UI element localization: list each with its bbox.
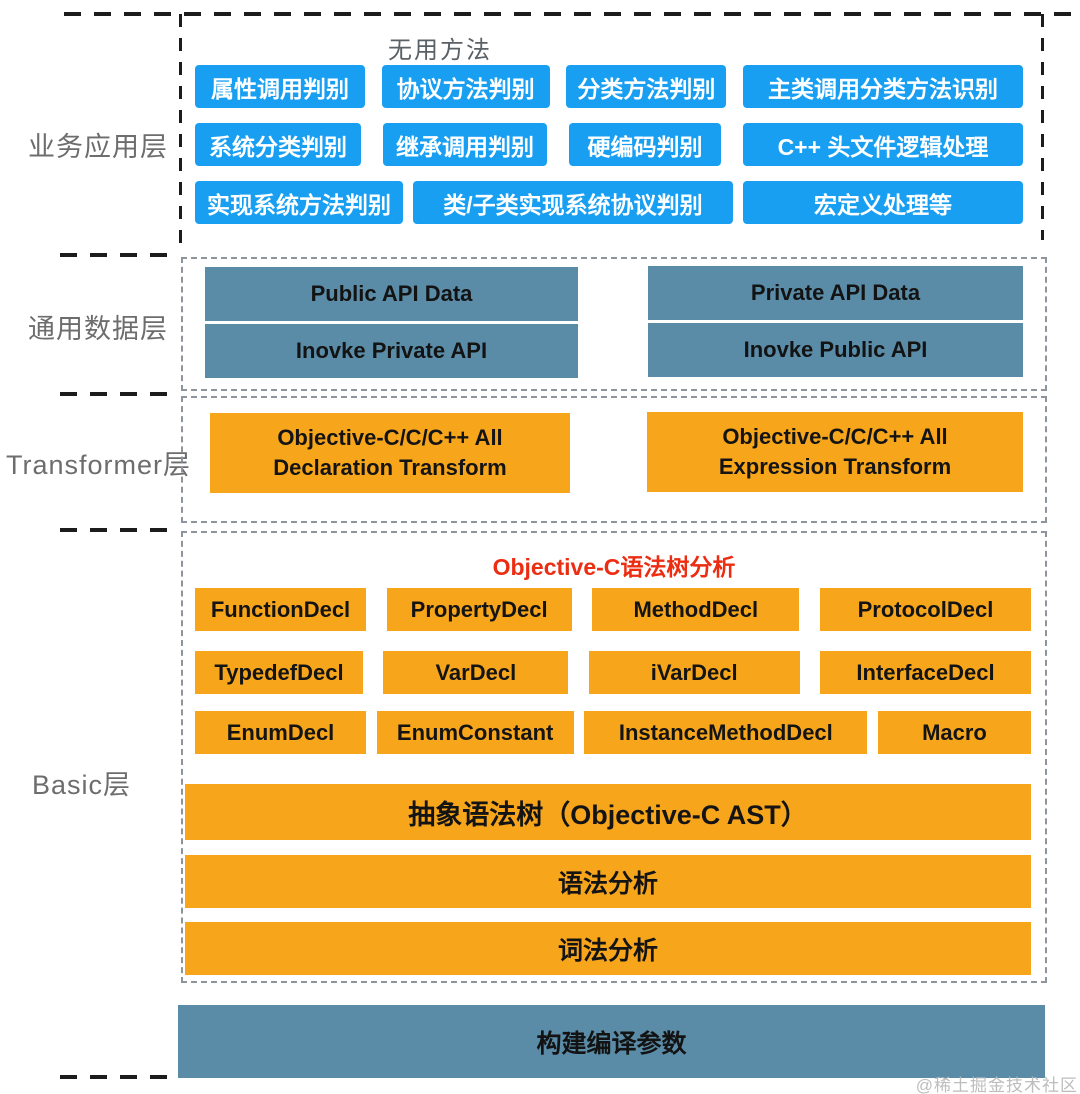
ast-bar: 抽象语法树（Objective-C AST） xyxy=(185,784,1031,840)
basic-row-1: FunctionDecl PropertyDecl MethodDecl Pro… xyxy=(195,588,1031,631)
transformer-box-declaration: Objective-C/C/C++ All Declaration Transf… xyxy=(210,413,570,493)
layer-label-data: 通用数据层 xyxy=(28,314,168,344)
decl-box: FunctionDecl xyxy=(195,588,366,631)
basic-row-2: TypedefDecl VarDecl iVarDecl InterfaceDe… xyxy=(195,651,1031,694)
decl-box: VarDecl xyxy=(383,651,569,694)
business-item: 系统分类判别 xyxy=(195,123,361,166)
business-item: 主类调用分类方法识别 xyxy=(742,65,1023,108)
data-layer-box xyxy=(181,257,1047,391)
decl-box: EnumDecl xyxy=(195,711,366,754)
lexical-analysis-bar: 词法分析 xyxy=(185,922,1031,975)
layer-label-transformer: Transformer层 xyxy=(6,450,192,480)
transformer-layer-box xyxy=(181,396,1047,523)
data-box: Private API Data xyxy=(648,266,1023,320)
layer-label-basic: Basic层 xyxy=(32,770,132,800)
business-right-dashed-border xyxy=(1041,14,1044,240)
business-item: 硬编码判别 xyxy=(569,123,721,166)
business-item: C++ 头文件逻辑处理 xyxy=(743,123,1023,166)
transformer-box-line: Expression Transform xyxy=(718,454,952,479)
business-item: 分类方法判别 xyxy=(566,65,727,108)
decl-box: PropertyDecl xyxy=(386,588,572,631)
business-item: 协议方法判别 xyxy=(381,65,550,108)
data-box: Inovke Public API xyxy=(648,323,1023,377)
data-left-column: Public API Data Inovke Private API xyxy=(205,267,578,378)
data-right-column: Private API Data Inovke Public API xyxy=(648,266,1023,377)
separator-dashes-bottom xyxy=(60,1075,172,1079)
transformer-box-line: Declaration Transform xyxy=(273,455,507,480)
decl-box: InterfaceDecl xyxy=(819,651,1031,694)
build-params-bar: 构建编译参数 xyxy=(178,1005,1045,1078)
basic-layer-box xyxy=(181,531,1047,983)
business-item: 属性调用判别 xyxy=(195,65,365,108)
business-item: 宏定义处理等 xyxy=(743,181,1023,224)
business-item: 实现系统方法判别 xyxy=(195,181,403,224)
transformer-box-line: Objective-C/C/C++ All xyxy=(722,424,948,450)
layer-label-business: 业务应用层 xyxy=(28,132,168,162)
top-dashed-line xyxy=(64,12,1080,16)
business-left-dashed-border xyxy=(179,14,182,246)
basic-row-3: EnumDecl EnumConstant InstanceMethodDecl… xyxy=(195,711,1031,754)
decl-box: Macro xyxy=(877,711,1031,754)
transformer-box-line: Objective-C/C/C++ All xyxy=(277,425,503,451)
decl-box: ProtocolDecl xyxy=(819,588,1031,631)
separator-dashes-3 xyxy=(60,528,172,532)
separator-dashes-2 xyxy=(60,392,172,396)
decl-box: MethodDecl xyxy=(592,588,800,631)
watermark-text: @稀土掘金技术社区 xyxy=(915,1076,1078,1094)
business-item: 继承调用判别 xyxy=(383,123,547,166)
decl-box: iVarDecl xyxy=(588,651,800,694)
decl-box: EnumConstant xyxy=(376,711,574,754)
basic-section-title: Objective-C语法树分析 xyxy=(492,554,736,580)
data-box: Public API Data xyxy=(205,267,578,321)
decl-box: TypedefDecl xyxy=(195,651,363,694)
decl-box: InstanceMethodDecl xyxy=(584,711,868,754)
transformer-box-expression: Objective-C/C/C++ All Expression Transfo… xyxy=(647,412,1023,492)
business-item: 类/子类实现系统协议判别 xyxy=(413,181,733,224)
business-row-1: 属性调用判别 协议方法判别 分类方法判别 主类调用分类方法识别 xyxy=(195,65,1023,108)
business-row-2: 系统分类判别 继承调用判别 硬编码判别 C++ 头文件逻辑处理 xyxy=(195,123,1023,166)
separator-dashes-1 xyxy=(60,253,172,257)
business-row-3: 实现系统方法判别 类/子类实现系统协议判别 宏定义处理等 xyxy=(195,181,1023,224)
data-box: Inovke Private API xyxy=(205,324,578,378)
business-section-title: 无用方法 xyxy=(388,37,492,64)
syntax-analysis-bar: 语法分析 xyxy=(185,855,1031,908)
